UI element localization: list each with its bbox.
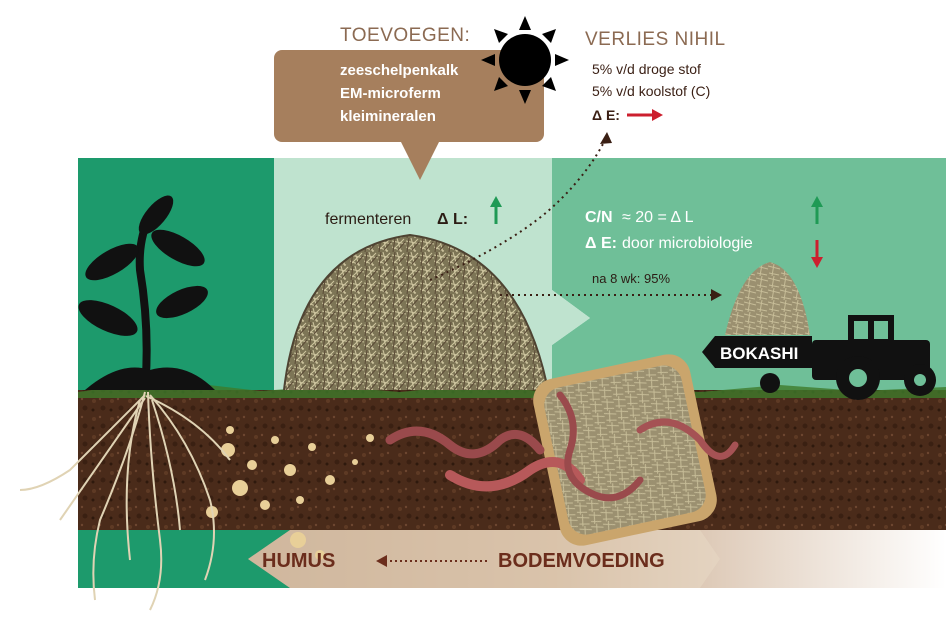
humus-label: HUMUS bbox=[262, 550, 335, 572]
loss-item: 5% v/d koolstof (C) bbox=[592, 83, 710, 99]
cn-expression: ≈ 20 = Δ L bbox=[622, 209, 694, 226]
fermentation-delta-l: Δ L: bbox=[437, 211, 468, 228]
loss-delta-e-label: Δ E: bbox=[592, 107, 620, 123]
loss-item: 5% v/d droge stof bbox=[592, 61, 701, 77]
sun-icon bbox=[481, 16, 569, 104]
ratio-delta-e-label: Δ E: bbox=[585, 235, 617, 252]
losses-title: VERLIES NIHIL bbox=[585, 29, 726, 50]
bokashi-label: BOKASHI bbox=[720, 344, 798, 363]
addition-item: kleimineralen bbox=[340, 108, 436, 125]
addition-item: EM-microferm bbox=[340, 85, 441, 102]
addition-item: zeeschelpenkalk bbox=[340, 62, 459, 79]
additions-title: TOEVOEGEN: bbox=[340, 25, 470, 46]
fermentation-label: fermenteren bbox=[325, 211, 411, 228]
cn-label: C/N bbox=[585, 209, 613, 226]
arrow-right-red-icon bbox=[627, 109, 663, 121]
ratio-delta-e-text: door microbiologie bbox=[622, 235, 753, 252]
soil-feeding-label: BODEMVOEDING bbox=[498, 550, 665, 572]
progress-note: na 8 wk: 95% bbox=[592, 271, 670, 286]
